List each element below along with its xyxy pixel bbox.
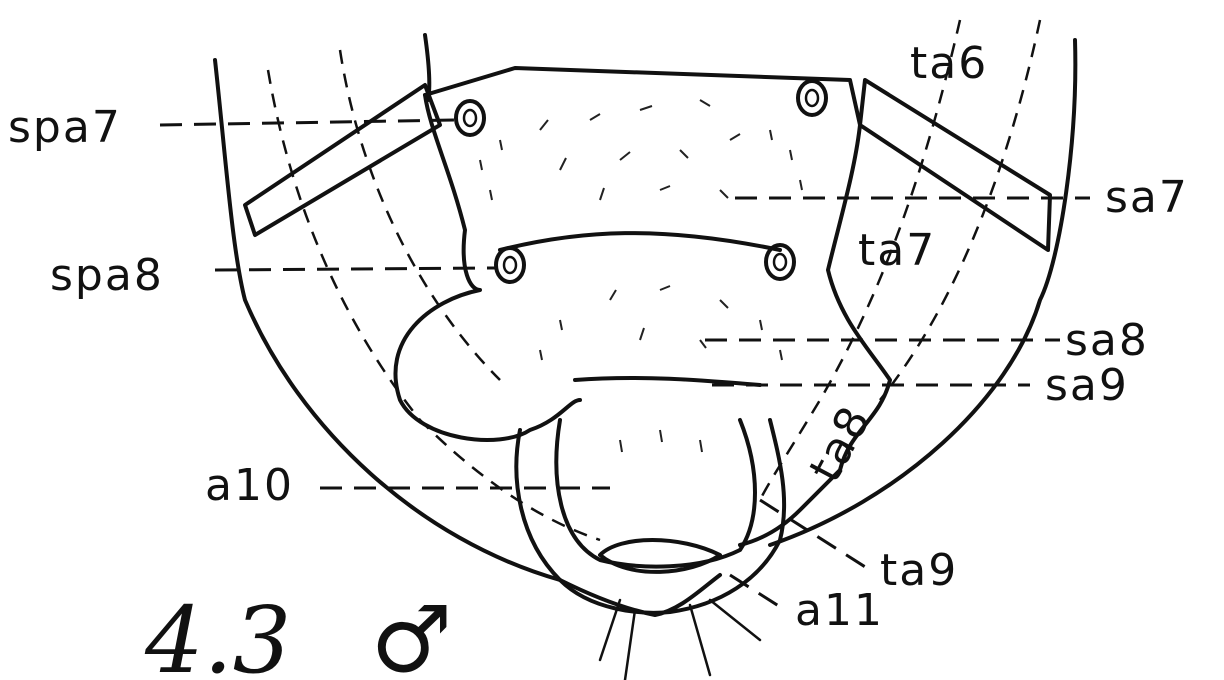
label-spa8: spa8 [50, 250, 164, 301]
label-ta9: ta9 [880, 545, 958, 596]
leader-ta9 [760, 500, 870, 570]
segment-boundary [500, 233, 780, 250]
label-a11: a11 [795, 585, 884, 636]
spiracle-right-7 [798, 81, 826, 115]
dashed-segment-line [268, 70, 600, 540]
spiracle-spa8 [496, 248, 524, 282]
label-spa7: spa7 [8, 102, 122, 153]
label-ta6: ta6 [910, 38, 988, 89]
subgenital-plate [560, 575, 720, 615]
spiracle-spa7 [456, 101, 484, 135]
leader-a11 [730, 575, 785, 610]
setae-texture [480, 100, 802, 452]
label-ta7: ta7 [858, 225, 936, 276]
label-a10: a10 [205, 460, 294, 511]
label-sa9: sa9 [1045, 360, 1129, 411]
leader-spa8 [215, 268, 495, 270]
figure-sex-symbol: ♂ [370, 587, 452, 680]
sternite-inner [556, 420, 755, 567]
leader-spa7 [160, 120, 455, 125]
label-sa7: sa7 [1105, 172, 1189, 223]
label-sa8: sa8 [1065, 315, 1149, 366]
figure-number: 4.3 [144, 587, 291, 680]
dashed-segment-line [340, 50, 500, 380]
